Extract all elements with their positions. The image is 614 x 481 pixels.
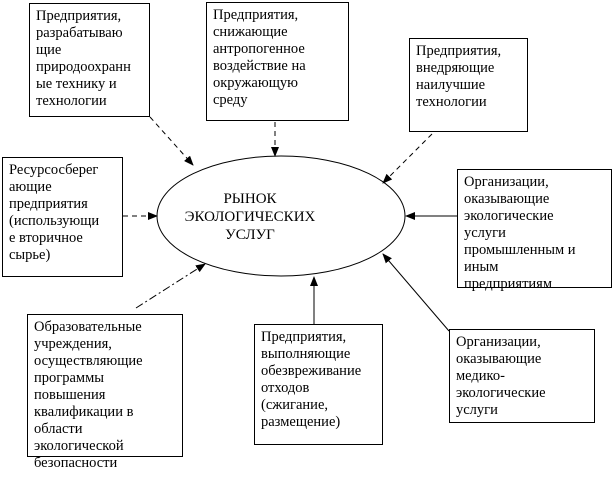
box-impact-reducers: Предприятия, снижающие антропогенное воз… (206, 2, 349, 121)
market-label: РЫНОК ЭКОЛОГИЧЕСКИХ УСЛУГ (184, 191, 316, 243)
arrow-best-tech (382, 133, 433, 184)
box-medical-eco-orgs: Организации, оказывающие медико- экологи… (449, 329, 595, 423)
box-eco-service-orgs: Организации, оказывающие экологические у… (457, 169, 612, 292)
arrow-education (135, 263, 206, 309)
arrow-eco-tech (149, 116, 194, 166)
box-best-tech-adopters: Предприятия, внедряющие наилучшие технол… (409, 38, 528, 132)
box-eco-tech-developers: Предприятия, разрабатываю щие природоохр… (29, 3, 150, 117)
box-waste-processors: Предприятия, выполняющие обезвреживание … (254, 324, 383, 445)
box-educational-institutions: Образовательные учреждения, осуществляющ… (27, 314, 183, 471)
box-resource-saving: Ресурсосберег ающие предприятия (использ… (2, 157, 123, 277)
arrow-medical (382, 253, 450, 332)
